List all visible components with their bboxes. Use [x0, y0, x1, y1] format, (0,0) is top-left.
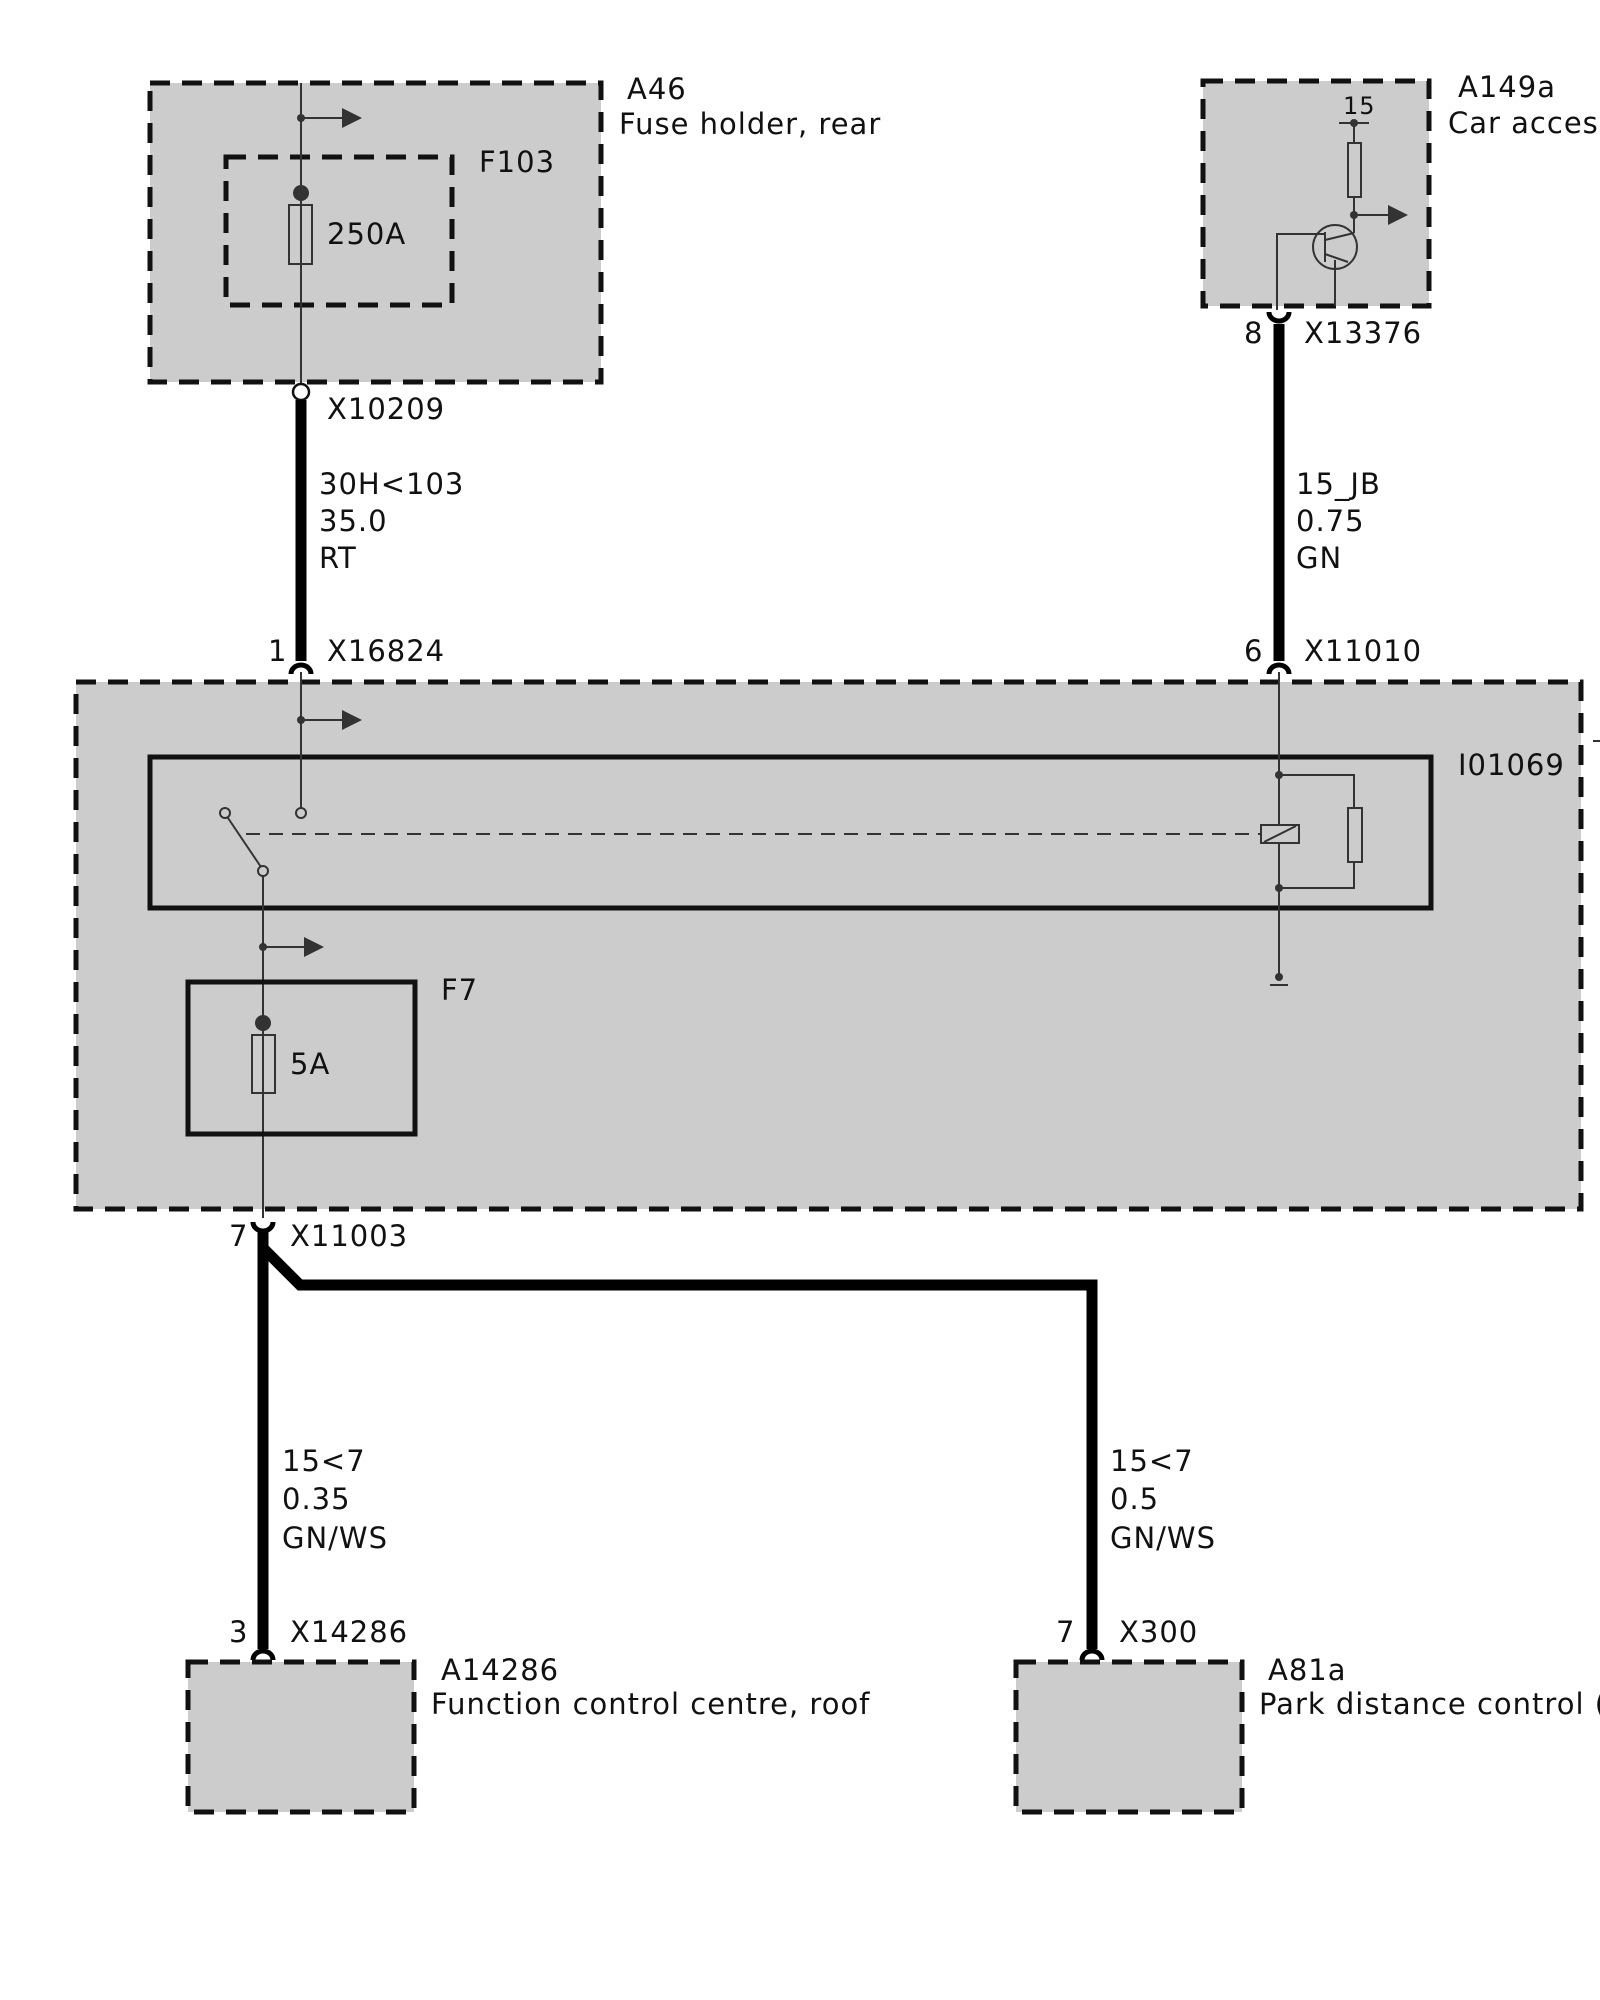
module-box: [73, 679, 1584, 1212]
relay-coil-slash: [1263, 825, 1297, 843]
x16824-id: X16824: [327, 634, 445, 668]
arrow-right-icon: [342, 108, 362, 128]
x11010-pin: 6: [1244, 634, 1263, 668]
a46-id: A46: [627, 72, 687, 106]
fuse-f7-icon: [251, 1034, 276, 1094]
a149a-terminal: 15: [1343, 92, 1376, 120]
a14286-box: [185, 1659, 417, 1815]
x16824-pin: 1: [268, 634, 287, 668]
wire-size: 0.5: [1110, 1482, 1159, 1516]
relay-contact-icon: [257, 865, 269, 877]
harness-wires: [257, 324, 1285, 1649]
wire-size: 35.0: [319, 504, 388, 538]
wire-label-30h: 30H<103 35.0 RT: [319, 467, 464, 575]
component-a46: A46 Fuse holder, rear F103 250A X10209: [147, 72, 881, 426]
connector-hooks: [250, 311, 1292, 1661]
transistor-emitter: [1324, 253, 1349, 263]
fuse-f103-icon: [288, 204, 313, 265]
wire-size: 0.75: [1296, 504, 1365, 538]
wire-size: 0.35: [282, 1482, 351, 1516]
a149a-name: Car access: [1448, 106, 1600, 140]
fuse-terminal-dot: [255, 1015, 271, 1031]
x14286-id: X14286: [290, 1615, 408, 1649]
wire-color: RT: [319, 541, 357, 575]
relay-contact-icon: [295, 807, 307, 819]
a81a-box: [1013, 1659, 1245, 1815]
arrow-right-icon: [342, 710, 362, 730]
x13376-id: X13376: [1304, 316, 1422, 350]
wire-label-15jb: 15_JB 0.75 GN: [1296, 467, 1381, 575]
x11003-id: X11003: [290, 1219, 408, 1253]
fuse-terminal-dot: [293, 185, 309, 201]
x10209-label: X10209: [327, 392, 445, 426]
component-a14286: A14286 Function control centre, roof: [185, 1653, 870, 1815]
wire-signal: 15<7: [1110, 1444, 1194, 1478]
connector-hook-icon: [288, 662, 314, 675]
transistor-collector: [1324, 232, 1355, 241]
x14286-pin: 3: [229, 1615, 248, 1649]
a149a-id: A149a: [1458, 70, 1556, 104]
wire-signal: 30H<103: [319, 467, 464, 501]
x11003-pin: 7: [229, 1219, 248, 1253]
wire-color: GN: [1296, 541, 1342, 575]
connector-hook-icon: [1266, 311, 1292, 324]
component-a81a: A81a Park distance control (PD: [1013, 1653, 1600, 1815]
connector-hook-icon: [250, 1648, 276, 1661]
x13376-pin: 8: [1244, 316, 1263, 350]
connector-hook-icon: [250, 1221, 276, 1234]
diode-wire-top: [1279, 774, 1355, 808]
component-main-module: I01069 F7 5A: [73, 672, 1600, 1218]
terminal-dot: [1350, 119, 1358, 127]
relay-box: [147, 754, 1434, 911]
a46-name: Fuse holder, rear: [619, 107, 881, 141]
component-a149a: A149a Car access 15: [1200, 70, 1600, 310]
wire-color: GN/WS: [1110, 1521, 1216, 1555]
a81a-name: Park distance control (PD: [1259, 1687, 1600, 1721]
relay-switch-icon: [227, 817, 264, 871]
f103-id: F103: [479, 145, 555, 179]
wire-15-pdc: [259, 1244, 1098, 1649]
connector-hook-icon: [1079, 1648, 1105, 1661]
open-connector-icon: [291, 382, 311, 402]
diode-wire-bottom: [1279, 862, 1355, 889]
i01069-label: I01069: [1458, 748, 1565, 782]
a14286-id: A14286: [441, 1653, 559, 1687]
f103-box: [223, 154, 455, 308]
arrow-right-icon: [304, 937, 324, 957]
f7-rating: 5A: [290, 1047, 330, 1081]
wire-label-15-pdc: 15<7 0.5 GN/WS: [1110, 1444, 1216, 1555]
wire-label-15-roof: 15<7 0.35 GN/WS: [282, 1444, 388, 1555]
a149a-box: [1200, 78, 1432, 309]
connector-hook-icon: [1266, 662, 1292, 675]
wire-signal: 15_JB: [1296, 467, 1381, 501]
connector-labels: 1 X16824 8 X13376 6 X11010 7 X11003 3 X1…: [229, 316, 1422, 1649]
arrow-right-icon: [1388, 205, 1408, 225]
f103-rating: 250A: [327, 217, 406, 251]
x11010-id: X11010: [1304, 634, 1422, 668]
base-wire: [1276, 233, 1325, 310]
ground-dot: [1275, 973, 1283, 981]
f7-id: F7: [441, 973, 478, 1007]
f7-box: [185, 979, 418, 1137]
relay-contact-icon: [219, 807, 231, 819]
x300-pin: 7: [1056, 1615, 1075, 1649]
wire-color: GN/WS: [282, 1521, 388, 1555]
a14286-name: Function control centre, roof: [431, 1687, 870, 1721]
wire-signal: 15<7: [282, 1444, 366, 1478]
x300-id: X300: [1119, 1615, 1198, 1649]
a81a-id: A81a: [1268, 1653, 1347, 1687]
